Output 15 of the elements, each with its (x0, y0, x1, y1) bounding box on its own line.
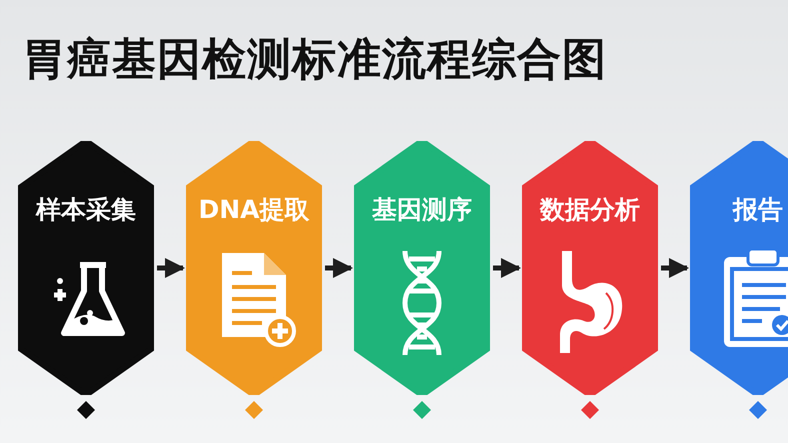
arrow (325, 258, 353, 278)
hexagon-step (18, 141, 154, 395)
arrow (493, 258, 521, 278)
hexagon-step (354, 141, 490, 395)
hexagon-step (690, 141, 788, 395)
hexagon-step (522, 141, 658, 395)
step-title: DNA提取 (197, 194, 311, 226)
title: 胃癌基因检测标准流程综合图 (22, 33, 607, 87)
step-title: 数据分析 (538, 194, 641, 226)
hexagon-step (186, 141, 322, 395)
step-title: 基因测序 (371, 194, 473, 226)
step-title: 样本采集 (34, 194, 137, 226)
step-title: 报告 (731, 194, 784, 226)
arrow (157, 258, 185, 278)
arrow (661, 258, 689, 278)
